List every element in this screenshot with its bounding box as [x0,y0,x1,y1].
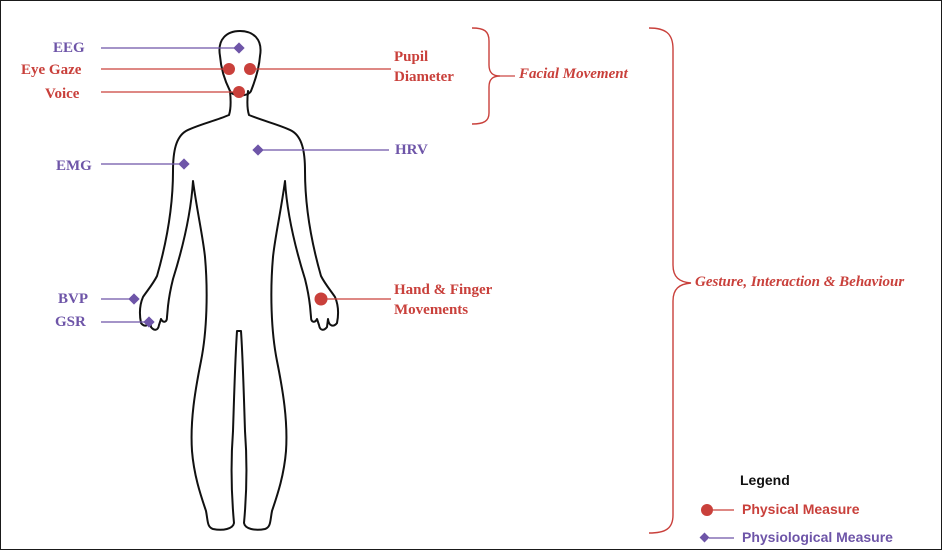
legend-physiological-label: Physiological Measure [742,529,893,545]
label-eye-gaze: Eye Gaze [21,61,81,79]
legend-title: Legend [740,472,790,488]
legend-physiological-marker [700,533,710,543]
label-movements: Movements [394,301,468,319]
physiological-lines [101,48,389,322]
emg-marker [178,158,189,169]
label-bvp: BVP [58,290,88,308]
label-eeg: EEG [53,39,85,57]
physical-lines [101,69,391,299]
label-voice: Voice [45,85,79,103]
facial-brace [472,28,500,124]
group-facial-movement: Facial Movement [519,66,628,83]
label-hand-finger: Hand & Finger [394,281,492,299]
label-gsr: GSR [55,313,86,331]
eeg-marker [233,42,244,53]
hrv-marker [252,144,263,155]
gesture-brace [649,28,691,533]
label-diameter: Diameter [394,68,454,86]
label-hrv: HRV [395,141,428,159]
legend-physical-marker [701,504,713,516]
physical-markers [223,63,328,306]
human-body-outline [140,31,338,530]
bvp-marker [128,293,139,304]
physiological-markers [128,42,263,327]
hand-marker [315,293,328,306]
legend-physical-label: Physical Measure [742,501,860,517]
label-emg: EMG [56,157,92,175]
eye-gaze-marker-left [223,63,235,75]
eye-gaze-marker-right [244,63,256,75]
group-gesture-interaction: Gesture, Interaction & Behaviour [695,274,904,291]
voice-marker [233,86,245,98]
label-pupil: Pupil [394,48,428,66]
